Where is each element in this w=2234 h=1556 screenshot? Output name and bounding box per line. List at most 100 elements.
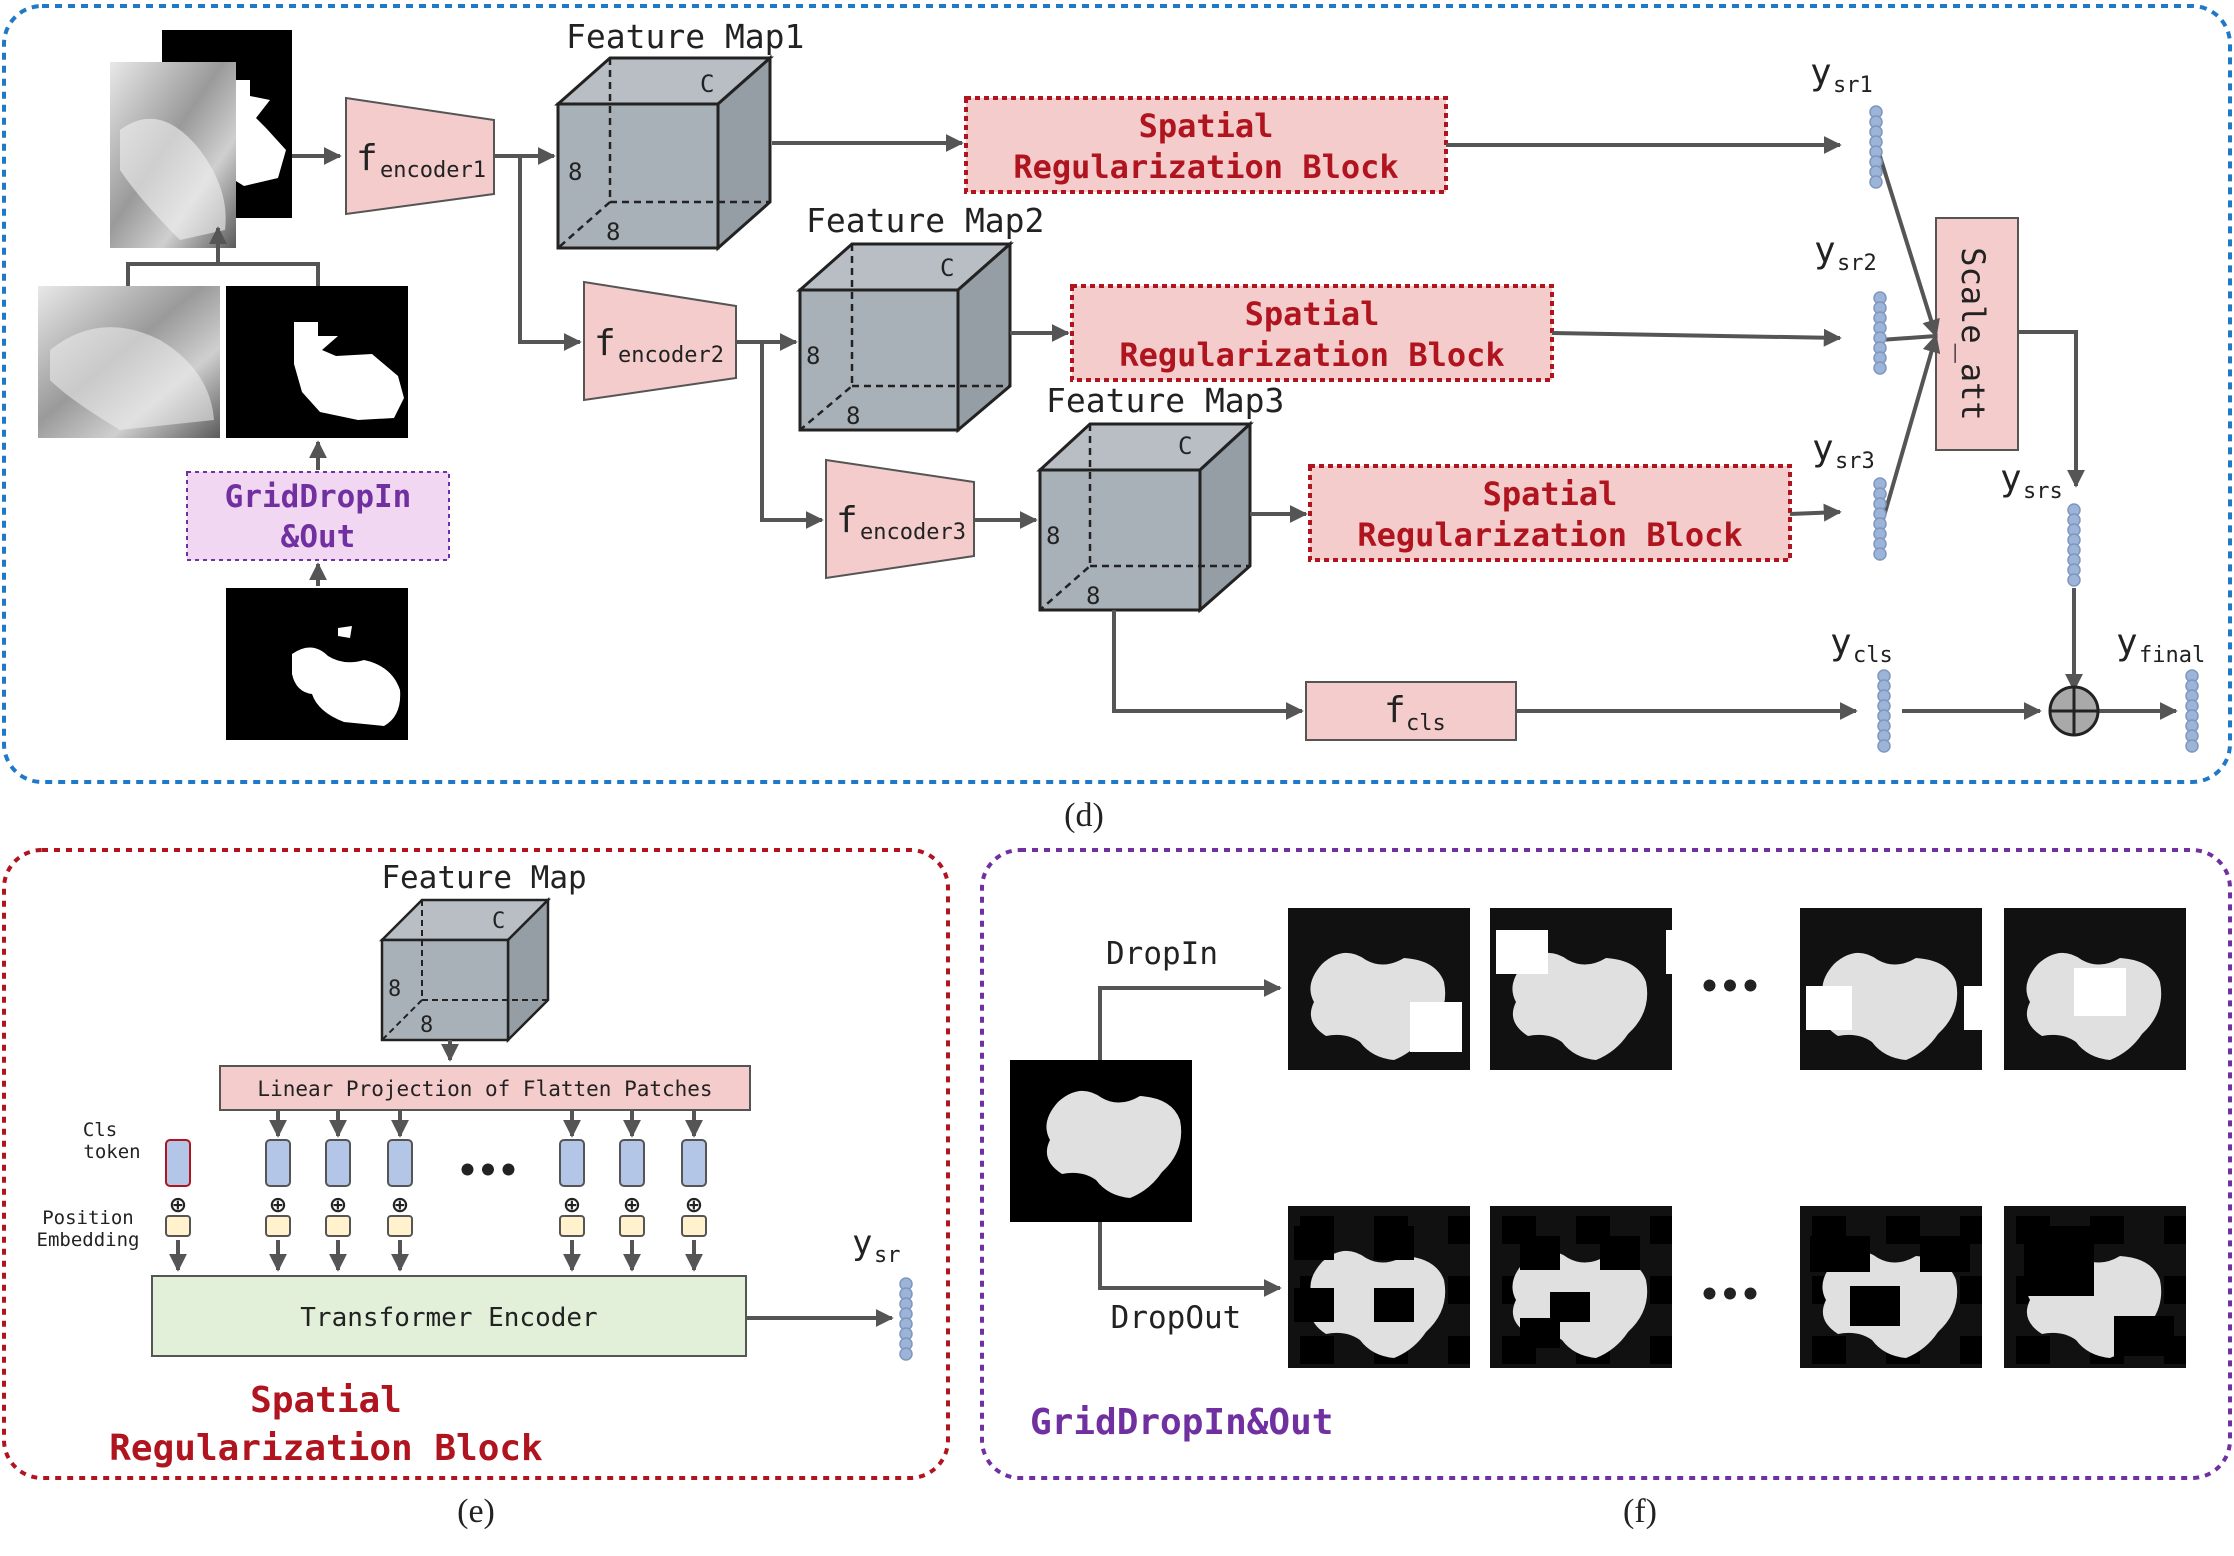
patch-token	[681, 1139, 707, 1187]
dropout-grid-cell	[1650, 1336, 1672, 1364]
srb-3-line2: Regularization Block	[1357, 516, 1742, 554]
dropout-block	[1550, 1292, 1590, 1322]
srb-2: Spatial Regularization Block	[1070, 284, 1554, 382]
add-icon: ⊕	[269, 1193, 287, 1218]
scale-att-arrows	[1876, 149, 2085, 692]
feature-map-3-c: C	[1178, 432, 1192, 460]
output-labels: y sr1 y sr2 y sr3 y srs y cls y final	[1810, 52, 2205, 668]
linear-projection-box: Linear Projection of Flatten Patches	[219, 1065, 751, 1111]
srb-1: Spatial Regularization Block	[964, 96, 1448, 194]
position-embedding	[265, 1215, 291, 1237]
srb-2-line1: Spatial	[1245, 295, 1380, 333]
dropin-block	[1666, 930, 1672, 974]
feature-map-3-h: 8	[1046, 522, 1060, 550]
ysr2-sub: sr2	[1837, 251, 1877, 276]
ysr3-vector	[1873, 477, 1887, 561]
patch-token	[325, 1139, 351, 1187]
cls-arrows	[1112, 610, 2178, 720]
transformer-label: Transformer Encoder	[300, 1303, 597, 1333]
encoder1-f: f	[356, 138, 378, 179]
srb-arrows	[772, 134, 1842, 523]
dropout-grid-cell	[1650, 1216, 1672, 1244]
dropout-block	[2024, 1226, 2094, 1296]
scale-att-box: Scale_att	[1935, 217, 2019, 451]
ysr3-vector-dot	[1873, 547, 1887, 561]
position-embedding-line2: Embedding	[37, 1229, 140, 1251]
dropout-label: DropOut	[1111, 1300, 1242, 1336]
dropin-label: DropIn	[1106, 936, 1218, 972]
dropout-grid-cell	[1960, 1336, 1982, 1364]
add-icon: ⊕	[391, 1193, 409, 1218]
e-feature-map-title: Feature Map	[381, 860, 586, 896]
dropout-grid-cell	[2090, 1216, 2124, 1244]
f-branch-arrows	[1098, 979, 1282, 1297]
ycls-vector-dot	[1877, 739, 1891, 753]
ysrs-vector-dot	[2067, 573, 2081, 587]
cls-token-column: ⊕	[165, 1139, 191, 1272]
e-title-line2: Regularization Block	[109, 1428, 543, 1469]
token-ellipsis: •••	[457, 1151, 518, 1191]
dropout-block	[1294, 1226, 1334, 1260]
dropout-grid-cell	[2016, 1336, 2050, 1364]
ysr3-sub: sr3	[1835, 449, 1875, 474]
feature-map-1-h: 8	[568, 158, 582, 186]
patch-token	[619, 1139, 645, 1187]
token-columns: ⊕⊕⊕⊕⊕⊕⊕	[165, 1110, 707, 1272]
position-embedding-line1: Position	[42, 1207, 134, 1229]
e-cube-w: 8	[420, 1013, 433, 1038]
output-vectors	[899, 105, 2199, 1361]
original-mask-image	[226, 588, 408, 740]
ysr-y: y	[852, 1223, 872, 1263]
linear-projection-label: Linear Projection of Flatten Patches	[257, 1077, 712, 1101]
f-augmented-images	[1288, 908, 2186, 1368]
patch-token-column: ⊕	[387, 1110, 413, 1272]
feature-map-3: Feature Map3 C 8 8	[1036, 381, 1284, 614]
dropout-block	[1374, 1288, 1414, 1322]
dropin-image-2	[1490, 908, 1672, 1070]
griddrop-line2: &Out	[281, 519, 356, 555]
cls-token	[165, 1139, 191, 1187]
dropout-ellipsis: •••	[1699, 1275, 1760, 1315]
patch-token-column: ⊕	[559, 1110, 585, 1272]
ysr1-vector	[1869, 105, 1883, 189]
scale-att-label: Scale_att	[1954, 247, 1992, 420]
position-embedding	[681, 1215, 707, 1237]
e-cube-h: 8	[388, 977, 401, 1002]
yfinal-sub: final	[2139, 643, 2205, 668]
position-embedding	[165, 1215, 191, 1237]
yfinal-vector	[2185, 669, 2199, 753]
ysr3-y: y	[1812, 428, 1834, 469]
yfinal-y: y	[2116, 622, 2138, 663]
sum-node	[2048, 685, 2100, 737]
mask-image	[226, 286, 408, 438]
dropout-grid-cell	[1448, 1216, 1470, 1244]
srb-3-line1: Spatial	[1483, 475, 1618, 513]
dropout-image-2	[1490, 1206, 1672, 1368]
srb-3: Spatial Regularization Block	[1308, 464, 1792, 562]
feature-map-1-c: C	[700, 70, 714, 98]
dropout-grid-cell	[1448, 1276, 1470, 1304]
feature-map-1-w: 8	[606, 218, 620, 246]
patch-token-column: ⊕	[619, 1110, 645, 1272]
ycls-sub: cls	[1853, 643, 1893, 668]
fcls-box: f cls	[1305, 681, 1517, 741]
caption-e: (e)	[457, 1493, 495, 1530]
dropin-block	[1806, 986, 1852, 1030]
feature-map-1: Feature Map1 C 8 8	[554, 17, 804, 252]
ycls-vector	[1877, 669, 1891, 753]
dropout-grid-cell	[1886, 1216, 1920, 1244]
feature-map-2-c: C	[940, 254, 954, 282]
dropout-block	[1920, 1236, 1970, 1272]
cls-token-line1: Cls	[83, 1119, 117, 1141]
feature-map-3-title: Feature Map3	[1046, 381, 1284, 420]
patch-token	[387, 1139, 413, 1187]
transformer-encoder-box: Transformer Encoder	[151, 1275, 747, 1357]
dropout-grid-cell	[1448, 1336, 1470, 1364]
dropout-block	[1600, 1236, 1640, 1270]
mask-shape	[1512, 952, 1648, 1060]
ysr2-y: y	[1814, 230, 1836, 271]
patch-token-column: ⊕	[265, 1110, 291, 1272]
ysrs-vector	[2067, 503, 2081, 587]
input-xray-stack	[110, 30, 292, 248]
